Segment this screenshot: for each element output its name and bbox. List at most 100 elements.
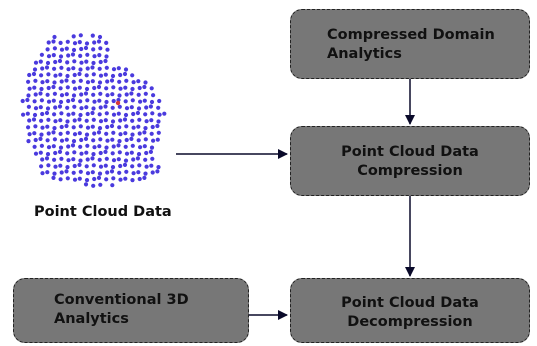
point-cloud-point <box>137 163 142 168</box>
point-cloud-point <box>97 98 102 103</box>
point-cloud-point <box>117 170 122 175</box>
point-cloud-point <box>85 98 90 103</box>
point-cloud-point <box>129 150 134 155</box>
point-cloud-point <box>44 65 50 70</box>
point-cloud-point <box>57 58 63 64</box>
point-cloud-point <box>138 99 143 104</box>
point-cloud-point <box>136 138 141 143</box>
point-cloud-point <box>122 162 128 167</box>
point-cloud-point <box>130 178 135 183</box>
point-cloud-point <box>109 123 115 129</box>
point-cloud-point <box>92 99 97 104</box>
point-cloud-point <box>97 157 102 162</box>
point-cloud-point <box>40 66 45 71</box>
point-cloud-point <box>98 105 103 110</box>
point-cloud-point <box>39 132 44 137</box>
point-cloud-point <box>90 156 95 161</box>
point-cloud-point <box>144 164 149 169</box>
point-cloud-point <box>117 79 122 84</box>
point-cloud-point <box>46 145 52 150</box>
point-cloud-point <box>52 112 57 117</box>
point-cloud-point <box>78 124 83 129</box>
point-cloud-point <box>51 53 56 58</box>
point-cloud-point <box>131 125 136 130</box>
point-cloud-point <box>79 46 84 52</box>
point-cloud-point <box>53 150 58 156</box>
point-cloud-point <box>98 119 104 124</box>
point-cloud-point <box>91 138 96 143</box>
point-cloud-point <box>20 98 25 104</box>
point-cloud-point <box>83 182 89 187</box>
point-cloud-point <box>97 144 102 149</box>
point-cloud-point <box>32 131 37 136</box>
point-cloud-point <box>103 58 108 64</box>
point-cloud-point <box>92 40 97 45</box>
point-cloud-point <box>109 169 115 174</box>
point-cloud-point <box>45 92 50 97</box>
point-cloud-point <box>66 98 71 104</box>
point-cloud-point <box>111 85 116 90</box>
point-cloud-point <box>143 126 148 131</box>
point-cloud-point <box>142 130 147 135</box>
point-cloud-point <box>25 97 30 103</box>
point-cloud-point <box>149 118 154 123</box>
point-cloud-compression-box: Point Cloud Data Compression <box>290 126 530 196</box>
point-cloud-point <box>91 117 96 122</box>
point-cloud-point <box>51 84 56 90</box>
point-cloud-point <box>45 106 51 111</box>
point-cloud-point <box>39 143 45 148</box>
point-cloud-point <box>136 152 142 157</box>
point-cloud-point <box>104 86 109 91</box>
point-cloud-point <box>52 34 57 40</box>
point-cloud-point <box>52 157 57 162</box>
point-cloud-point <box>129 136 134 141</box>
point-cloud-point <box>84 59 89 64</box>
point-cloud-point <box>124 78 129 83</box>
point-cloud-point <box>70 52 76 57</box>
point-cloud-point <box>32 67 38 72</box>
point-cloud-point <box>64 123 69 129</box>
point-cloud-point <box>58 54 64 59</box>
conventional-3d-analytics-box: Conventional 3D Analytics <box>13 278 249 343</box>
point-cloud-point <box>149 99 155 105</box>
point-cloud-point <box>90 79 95 84</box>
point-cloud-point <box>111 144 116 149</box>
point-cloud-point <box>58 118 63 123</box>
point-cloud-point <box>64 137 69 142</box>
point-cloud-point <box>91 92 96 97</box>
point-cloud-point <box>142 175 147 180</box>
point-cloud-point <box>118 72 123 78</box>
point-cloud-point <box>52 91 58 96</box>
point-cloud-point <box>162 111 167 116</box>
point-cloud-point <box>59 47 65 52</box>
point-cloud-point <box>117 93 122 98</box>
conventional-3d-analytics-label: Conventional 3D Analytics <box>54 292 189 327</box>
point-cloud-point <box>131 111 136 117</box>
point-cloud-point <box>103 72 108 77</box>
point-cloud-point <box>72 177 78 182</box>
point-cloud-point <box>64 92 69 97</box>
point-cloud-point <box>135 110 140 116</box>
point-cloud-point <box>79 92 84 97</box>
point-cloud-point <box>71 125 76 130</box>
point-cloud-point <box>31 71 37 77</box>
point-cloud-point <box>85 157 90 162</box>
point-cloud-point <box>57 149 63 154</box>
point-cloud-point <box>111 176 116 181</box>
point-cloud-point <box>104 40 109 46</box>
point-cloud-point <box>105 170 110 175</box>
point-cloud-point <box>103 118 108 123</box>
point-cloud-point <box>72 150 77 155</box>
point-cloud-point <box>59 138 65 143</box>
point-cloud-point <box>97 80 103 85</box>
point-cloud-point <box>52 171 57 176</box>
point-cloud-point <box>98 91 103 96</box>
point-cloud-point <box>149 131 154 136</box>
point-cloud-point <box>32 112 38 118</box>
point-cloud-point <box>124 151 130 156</box>
point-cloud-point <box>118 177 123 182</box>
point-cloud-point <box>71 47 77 53</box>
point-cloud-point <box>103 163 108 168</box>
point-cloud-point <box>91 60 96 66</box>
point-cloud-point <box>33 106 39 111</box>
